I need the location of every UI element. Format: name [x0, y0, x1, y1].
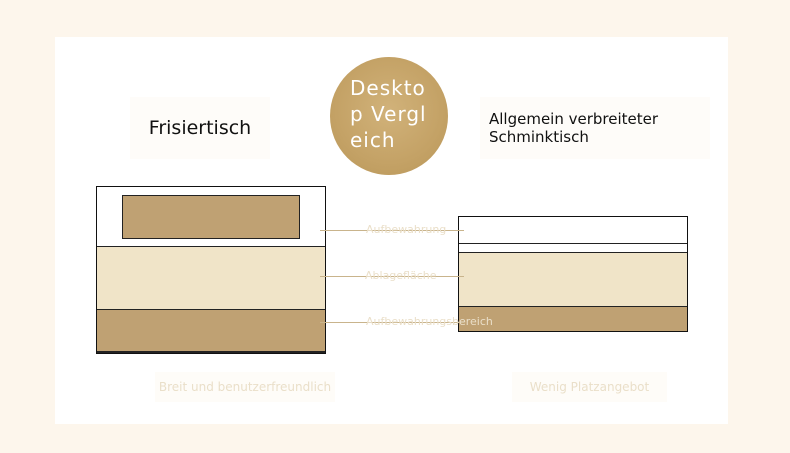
connector-line-1	[320, 230, 464, 231]
right-caption-text: Wenig Platzangebot	[529, 380, 650, 394]
makeup-table-top-strip	[459, 243, 687, 253]
right-caption: Wenig Platzangebot	[512, 372, 667, 402]
makeup-table-storage	[459, 306, 687, 331]
right-title-text: Allgemein verbreiteter Schminktisch	[489, 110, 659, 146]
dressing-table-storage	[97, 309, 325, 353]
center-title-circle: Desktop Vergleich	[330, 57, 448, 175]
center-title-text: Desktop Vergleich	[350, 76, 427, 152]
connector-label-1: Aufbewahrung	[366, 223, 447, 236]
right-title: Allgemein verbreiteter Schminktisch	[480, 97, 710, 159]
makeup-table-surface	[459, 253, 687, 306]
left-caption-text: Breit und benutzerfreundlich	[158, 380, 332, 394]
dressing-table-surface	[97, 246, 325, 309]
dressing-table-mirror	[122, 195, 300, 239]
left-caption: Breit und benutzerfreundlich	[155, 372, 335, 402]
left-title-text: Frisiertisch	[148, 117, 252, 139]
left-title: Frisiertisch	[130, 97, 270, 159]
connector-line-2	[320, 276, 464, 277]
connector-label-3: Aufbewahrungsbereich	[366, 315, 493, 328]
connector-line-3	[320, 322, 464, 323]
connector-label-2: Ablagefläche	[365, 269, 437, 282]
